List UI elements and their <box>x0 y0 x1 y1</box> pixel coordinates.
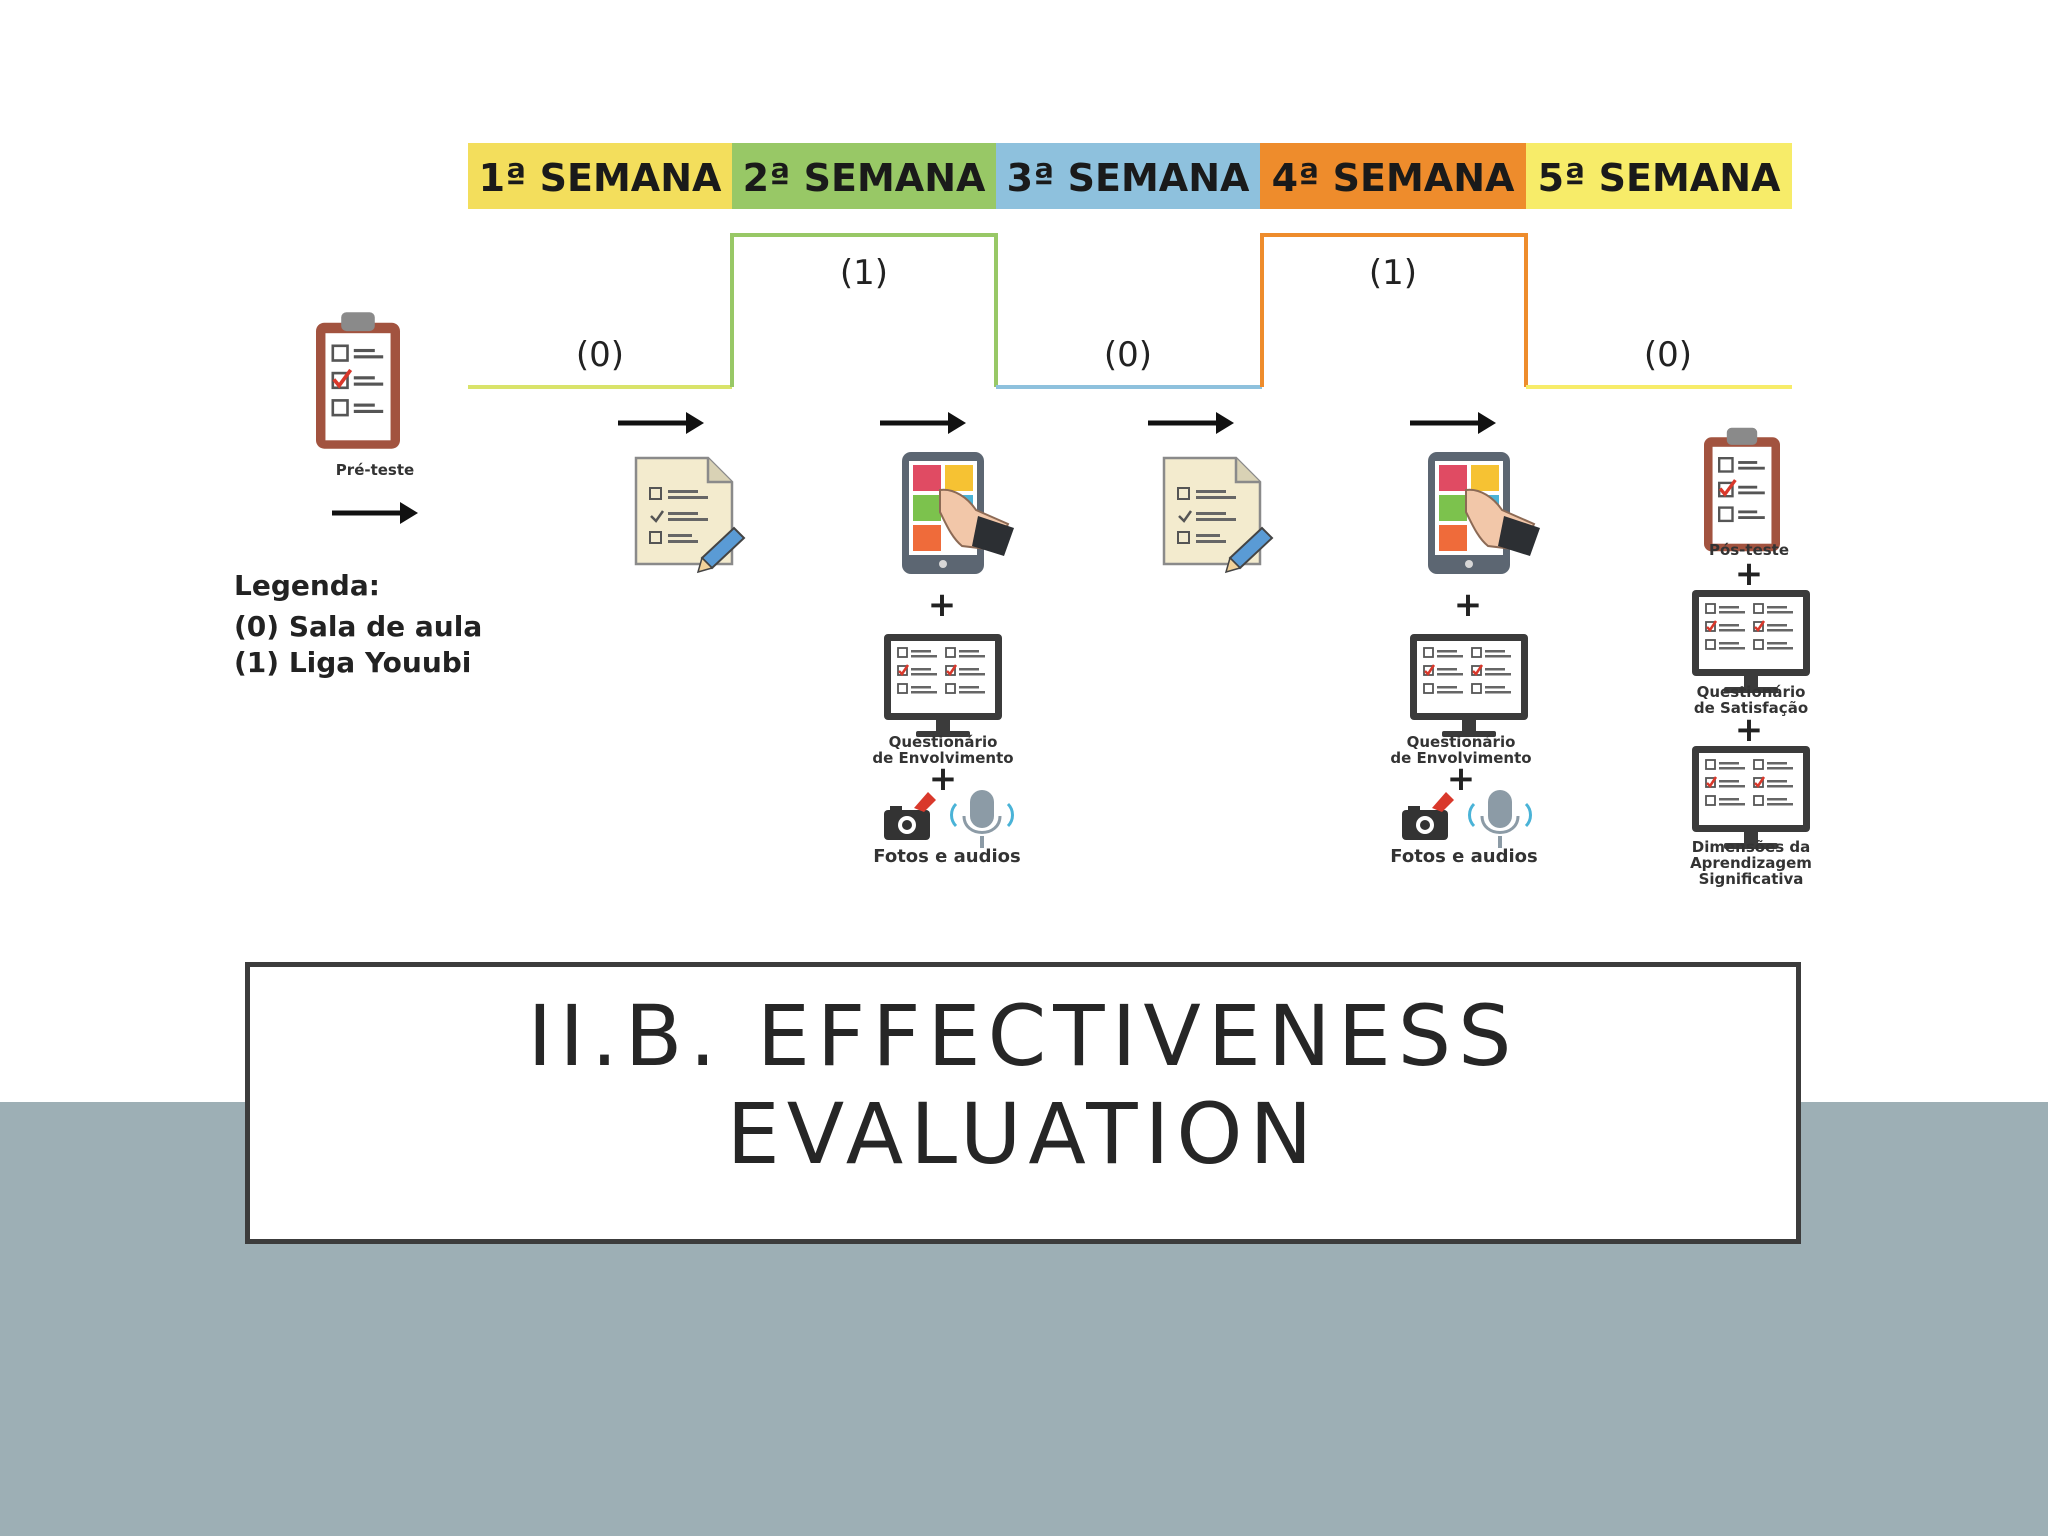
engagement-questionnaire-label-2: de Envolvimento <box>872 749 1013 767</box>
plus-sign: + <box>1735 710 1764 750</box>
tablet-app-icon <box>901 451 1015 575</box>
satisfaction-questionnaire-label-2: de Satisfação <box>1694 699 1808 717</box>
flow-arrows <box>332 412 1496 524</box>
week-2-label: 2ª SEMANA <box>743 156 986 200</box>
plus-sign: + <box>1454 585 1483 625</box>
engagement-questionnaire-label-1: Questionário <box>1407 733 1516 751</box>
arrow-icon <box>1148 412 1234 434</box>
week-4-label: 4ª SEMANA <box>1272 156 1515 200</box>
week-3-label: 3ª SEMANA <box>1007 156 1250 200</box>
monitor-questionnaire-icon <box>1408 632 1530 739</box>
week-1-level: (0) <box>576 335 624 375</box>
photos-audio-label: Fotos e audios <box>1390 846 1537 867</box>
arrow-icon <box>332 502 418 524</box>
title-box: II.B. EFFECTIVENESS EVALUATION <box>245 962 1801 1244</box>
week-header: 1ª SEMANA 2ª SEMANA 3ª SEMANA 4ª SEMANA … <box>468 143 1792 209</box>
plus-sign: + <box>1447 759 1476 799</box>
arrow-icon <box>880 412 966 434</box>
plus-sign: + <box>929 759 958 799</box>
photos-audio-label: Fotos e audios <box>873 846 1020 867</box>
post-test-label: Pós-teste <box>1709 541 1789 559</box>
plus-sign: + <box>1735 554 1764 594</box>
worksheet-icon <box>634 456 746 574</box>
week-4-level: (1) <box>1369 253 1417 293</box>
week-5-label: 5ª SEMANA <box>1538 156 1781 200</box>
pre-test-label: Pré-teste <box>336 461 414 479</box>
monitor-questionnaire-icon <box>1690 744 1812 851</box>
legend-title: Legenda: <box>234 569 380 602</box>
week-5-bar <box>1526 143 1792 209</box>
post-test-clipboard-icon <box>1702 426 1782 553</box>
week-2-level: (1) <box>840 253 888 293</box>
pre-test-clipboard-icon <box>314 310 402 451</box>
level-step-line <box>468 233 1792 389</box>
week-1-label: 1ª SEMANA <box>479 156 722 200</box>
monitor-questionnaire-icon <box>1690 588 1812 695</box>
tablet-app-icon <box>1427 451 1541 575</box>
study-timeline-diagram: 1ª SEMANA 2ª SEMANA 3ª SEMANA 4ª SEMANA … <box>234 143 1812 888</box>
meaningful-learning-label-1: Dimensões da <box>1692 838 1811 856</box>
week-1-bar <box>468 143 732 209</box>
plus-sign: + <box>928 585 957 625</box>
legend-item-classroom: (0) Sala de aula <box>234 610 482 643</box>
worksheet-icon <box>1162 456 1274 574</box>
week-4-bar <box>1260 143 1526 209</box>
week-2-bar <box>732 143 996 209</box>
slide-title: II.B. EFFECTIVENESS EVALUATION <box>527 987 1519 1183</box>
meaningful-learning-label-2: Aprendizagem <box>1690 854 1812 872</box>
week-3-level: (0) <box>1104 335 1152 375</box>
week-3-bar <box>996 143 1260 209</box>
arrow-icon <box>1410 412 1496 434</box>
arrow-icon <box>618 412 704 434</box>
legend-item-liga-youubi: (1) Liga Youubi <box>234 646 471 679</box>
legend: Legenda: (0) Sala de aula (1) Liga Youub… <box>234 569 482 679</box>
monitor-questionnaire-icon <box>882 632 1004 739</box>
week-5-level: (0) <box>1644 335 1692 375</box>
engagement-questionnaire-label-2: de Envolvimento <box>1390 749 1531 767</box>
engagement-questionnaire-label-1: Questionário <box>889 733 998 751</box>
satisfaction-questionnaire-label-1: Questionário <box>1697 683 1806 701</box>
meaningful-learning-label-3: Significativa <box>1699 870 1804 888</box>
